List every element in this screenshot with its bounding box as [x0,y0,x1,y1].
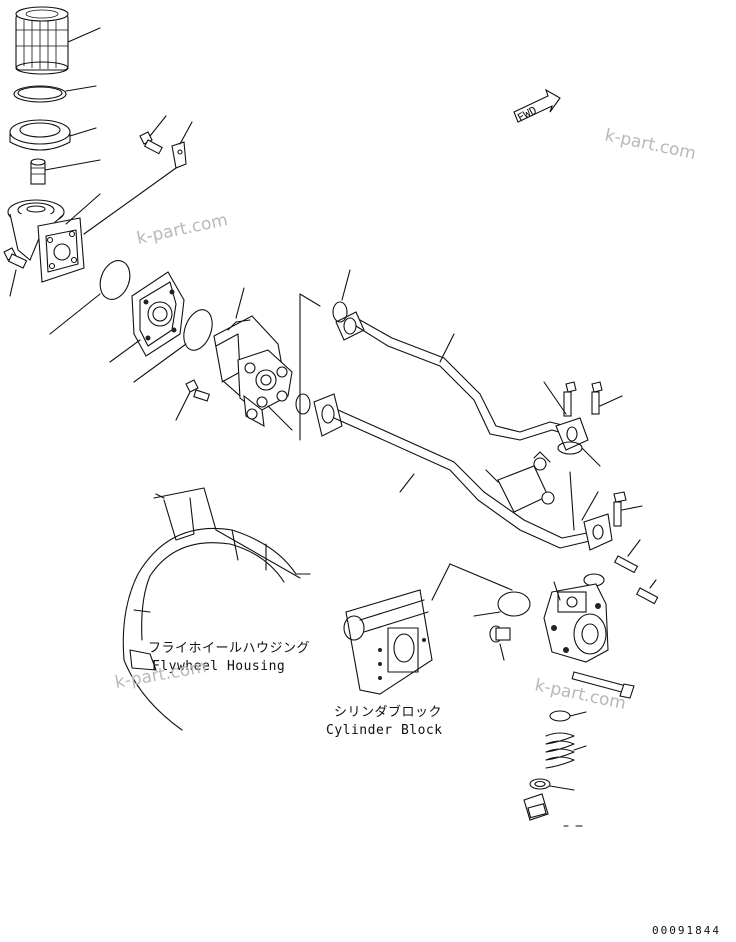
leader-line [649,579,657,589]
cylinder-block-label-jp: シリンダブロック [334,704,442,720]
watermark: k-part.com [603,125,698,164]
bolt-right-3 [613,491,627,527]
leader-line [399,473,415,493]
leader-line [627,539,641,557]
plug-bottom [523,793,549,821]
cylinder-block-label-en: Cylinder Block [326,723,443,738]
leader-line [235,287,245,319]
o-ring-right [183,309,213,351]
o-ring-upper [13,85,67,103]
leader-line [9,269,17,297]
leader-line [485,469,499,483]
o-ring-left [99,260,131,300]
bolt-left [3,247,28,269]
oil-pipe-lower [313,393,613,551]
fwd-arrow-icon: FWD [513,88,561,125]
washer [529,778,551,790]
leader-line [553,581,561,601]
leader-line [83,167,177,235]
leader-line [175,391,191,421]
bolt-valve [185,379,211,402]
flywheel-housing [122,487,311,731]
o-ring-pipe-upper [332,301,348,323]
filter-head [7,199,85,283]
leader-line [573,745,587,751]
leader-line [549,785,575,791]
leader-line [543,381,567,415]
spring [545,732,575,769]
leader-line [133,343,187,383]
leader-line [341,269,351,301]
drawing-code: 00091844 [652,924,721,937]
leader-line [569,471,575,531]
leader-line [569,711,587,717]
leader-line [473,611,501,617]
leader-line [267,405,293,431]
leader-line [431,563,451,601]
leader-line [67,27,101,43]
bolt-right-1 [563,381,577,417]
leader-line [155,493,165,499]
leader-line [65,85,97,92]
leader-line [109,339,141,363]
leader-line [299,293,321,307]
bolt-right-4 [635,587,659,605]
spring-seat [549,710,571,722]
flywheel-housing-label-jp: フライホイールハウジング [148,641,310,656]
cylinder-block [343,589,433,695]
leader-line [449,563,513,591]
bolt-and-clip [139,131,187,169]
leader-line [499,643,505,661]
leader-line [49,293,101,335]
center-bolt [30,158,46,185]
leader-line [439,333,455,363]
stud-right [613,555,639,574]
o-ring-block [497,591,531,617]
flywheel-housing-label-en: Flywheel Housing [152,659,285,674]
leader-line [69,127,97,137]
pipe-clamp [497,451,555,513]
o-ring-small [295,393,311,415]
filter-seal-ring [9,119,71,151]
oil-pipe-upper [335,311,589,451]
leader-line [44,159,101,171]
leader-line [65,193,101,225]
leader-line [581,491,599,521]
regulator-valve-body [543,583,609,663]
adapter-plate [131,271,185,357]
leader-line [599,395,623,407]
leader-line [621,505,643,511]
leader-line [149,115,167,137]
bolt-long [571,671,635,699]
bolt-right-2 [591,381,603,415]
oil-filter-cartridge [15,6,69,75]
valve-body [213,315,293,428]
plug [489,625,511,643]
watermark: k-part.com [135,210,230,249]
leader-line [179,121,193,145]
leader-line [581,447,601,467]
